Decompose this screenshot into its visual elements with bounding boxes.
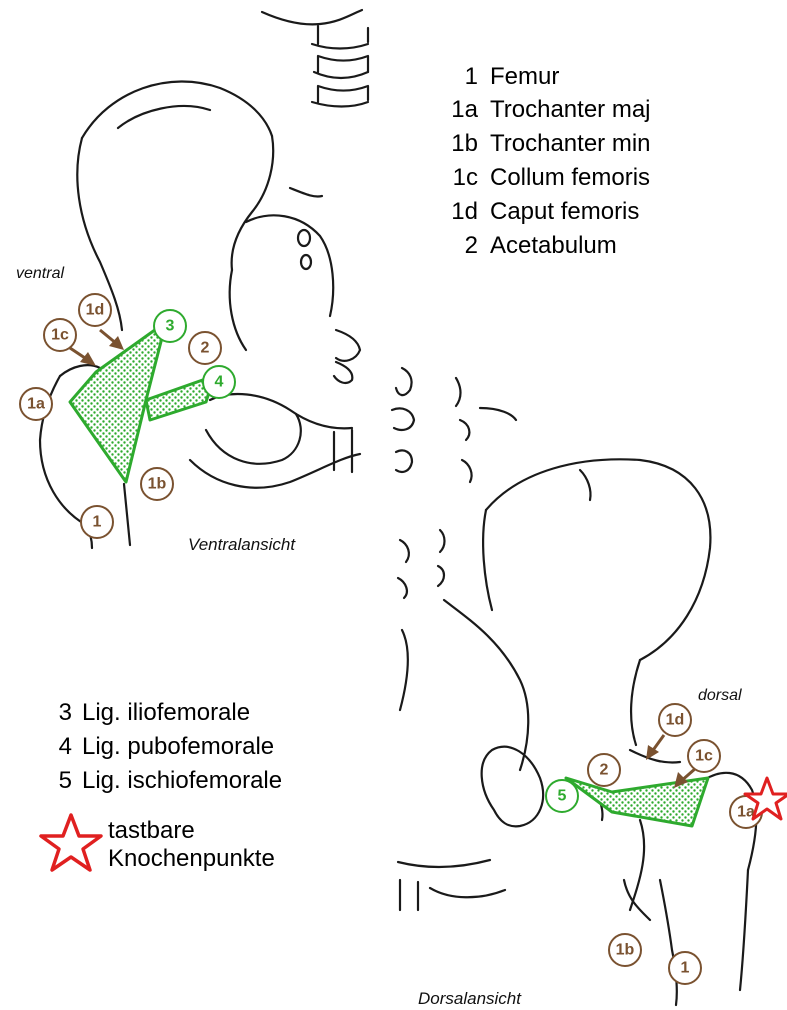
- star-legend-line1: tastbare: [108, 817, 195, 844]
- svg-text:1d: 1d: [666, 712, 685, 729]
- svg-text:1b: 1b: [616, 942, 635, 959]
- star-legend-line2: Knochenpunkte: [108, 845, 275, 872]
- marker-5: 5: [546, 780, 578, 812]
- star-icon: [41, 815, 101, 870]
- legend-label: Lig. ischiofemorale: [82, 767, 282, 794]
- legend-label: Acetabulum: [490, 232, 617, 259]
- legend-num: 1c: [453, 164, 478, 191]
- svg-text:1c: 1c: [695, 748, 713, 765]
- legend-label: Trochanter maj: [490, 96, 651, 123]
- marker-1b-ventral: 1b: [141, 468, 173, 500]
- marker-2-dorsal: 2: [588, 754, 620, 786]
- svg-text:1: 1: [93, 514, 102, 531]
- marker-2-ventral: 2: [189, 332, 221, 364]
- legend-num: 4: [59, 733, 72, 760]
- legend-num: 3: [59, 699, 72, 726]
- svg-text:3: 3: [166, 318, 175, 335]
- legend-label: Lig. iliofemorale: [82, 699, 250, 726]
- legend-label: Lig. pubofemorale: [82, 733, 274, 760]
- legend-label: Femur: [490, 63, 559, 90]
- marker-1b-dorsal: 1b: [609, 934, 641, 966]
- marker-3: 3: [154, 310, 186, 342]
- marker-1d-dorsal: 1d: [659, 704, 691, 736]
- arrowhead-1d-dorsal: [646, 745, 659, 760]
- legend-star: tastbare Knochenpunkte: [41, 815, 275, 872]
- legend-label: Collum femoris: [490, 164, 650, 191]
- legend-num: 1d: [451, 198, 478, 225]
- legend-num: 1a: [451, 96, 478, 123]
- legend-label: Trochanter min: [490, 130, 651, 157]
- dorsal-caption: Dorsalansicht: [418, 989, 522, 1008]
- legend-num: 5: [59, 767, 72, 794]
- svg-text:2: 2: [600, 762, 609, 779]
- svg-text:1a: 1a: [27, 396, 45, 413]
- legend-ligaments: 3 Lig. iliofemorale 4 Lig. pubofemorale …: [59, 699, 282, 794]
- svg-text:1c: 1c: [51, 327, 69, 344]
- legend-num: 2: [465, 232, 478, 259]
- dorsal-side-label: dorsal: [698, 687, 742, 704]
- svg-text:5: 5: [558, 788, 567, 805]
- marker-1-dorsal: 1: [669, 952, 701, 984]
- ventral-caption: Ventralansicht: [188, 535, 296, 554]
- arrowhead-1c-ventral: [80, 352, 96, 366]
- svg-text:1d: 1d: [86, 302, 105, 319]
- marker-1-ventral: 1: [81, 506, 113, 538]
- svg-text:1: 1: [681, 960, 690, 977]
- ligament-ischiofemorale: [566, 778, 708, 826]
- legend-num: 1b: [451, 130, 478, 157]
- svg-text:4: 4: [215, 374, 224, 391]
- marker-1c-dorsal: 1c: [688, 740, 720, 772]
- ventral-pelvis-drawing: [40, 10, 368, 548]
- marker-1a-ventral: 1a: [20, 388, 52, 420]
- ventral-side-label: ventral: [16, 265, 64, 282]
- svg-text:1b: 1b: [148, 476, 167, 493]
- legend-num: 1: [465, 63, 478, 90]
- marker-1d-ventral: 1d: [79, 294, 111, 326]
- legend-label: Caput femoris: [490, 198, 639, 225]
- svg-text:2: 2: [201, 340, 210, 357]
- marker-4: 4: [203, 366, 235, 398]
- marker-1c-ventral: 1c: [44, 319, 76, 351]
- legend-bones: 1 Femur 1a Trochanter maj 1b Trochanter …: [451, 63, 650, 259]
